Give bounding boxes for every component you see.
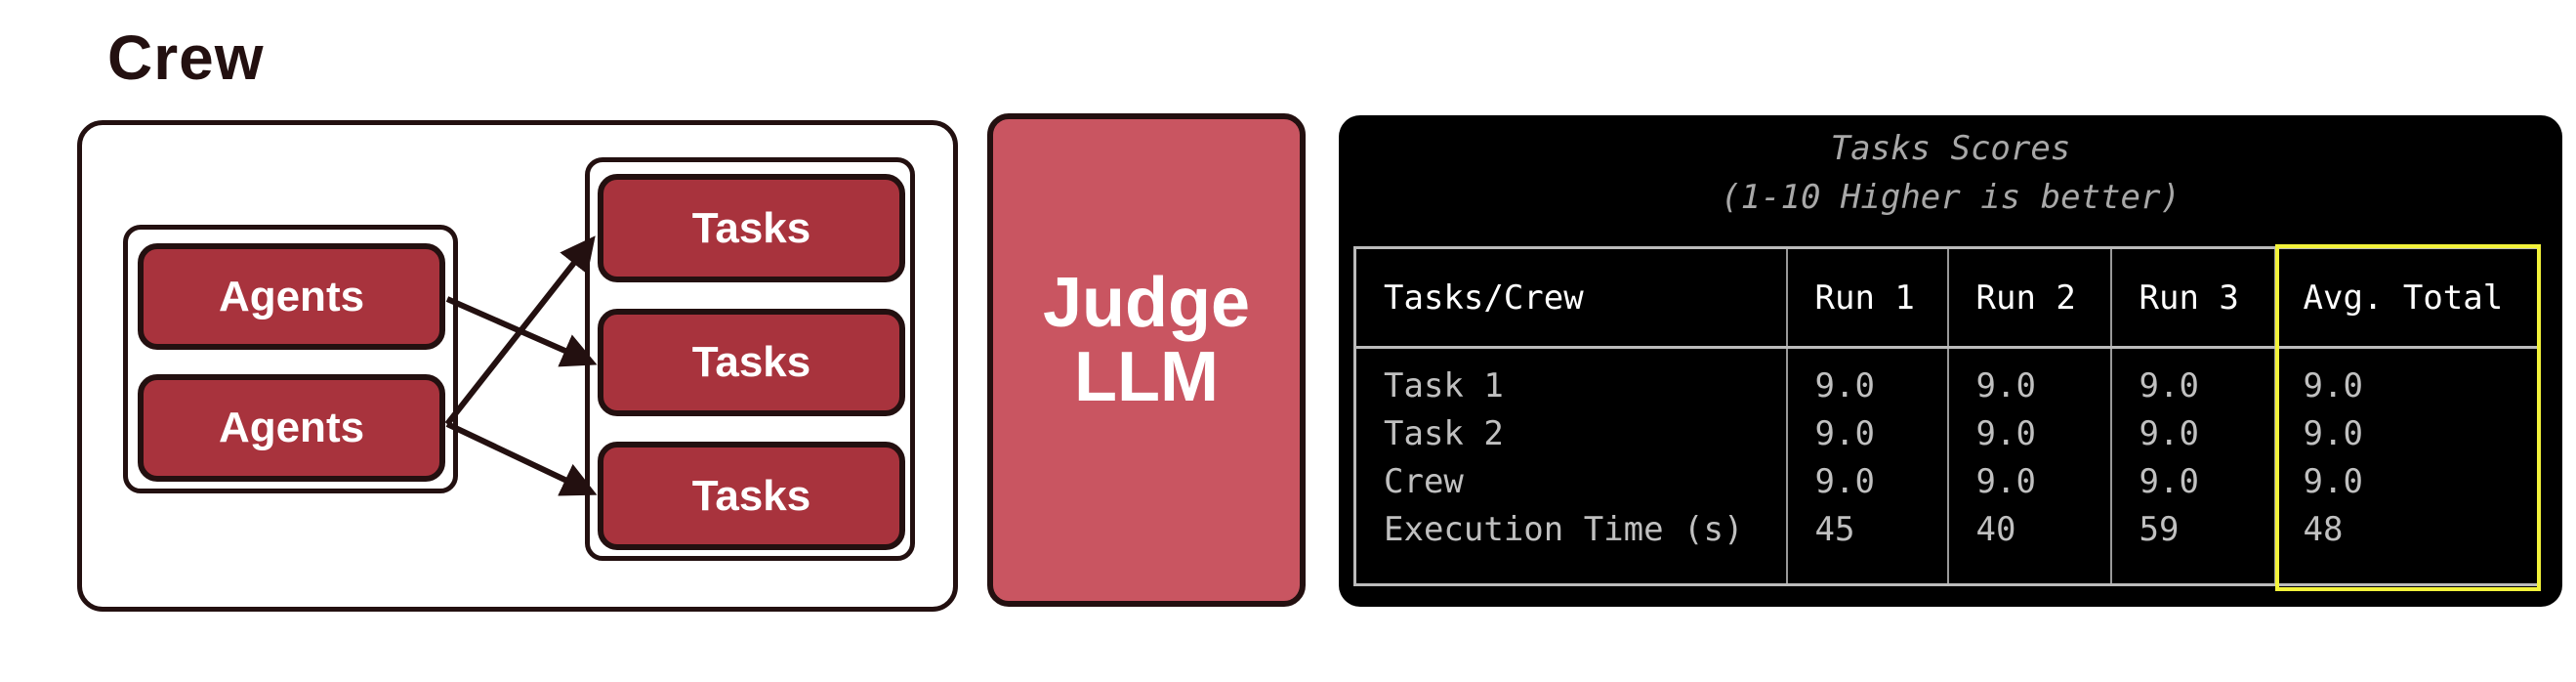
table-cell: Task 1: [1384, 366, 1504, 405]
column-run-1: 9.0 9.0 9.0 45: [1785, 347, 1948, 586]
table-cell: 9.0: [1975, 366, 2036, 405]
judge-line2: LLM: [1074, 337, 1219, 416]
task-box: Tasks: [598, 174, 905, 282]
header-run-3: Run 3: [2109, 246, 2275, 349]
table-cell: 9.0: [2139, 414, 2199, 453]
column-avg-total: 9.0 9.0 9.0 48: [2273, 347, 2538, 586]
table-cell: 9.0: [1814, 462, 1875, 501]
header-avg-total: Avg. Total: [2273, 246, 2538, 349]
task-box: Tasks: [598, 442, 905, 550]
arrow-agent2-task1: [444, 235, 596, 426]
table-cell: Crew: [1384, 462, 1464, 501]
table-cell: 9.0: [1814, 366, 1875, 405]
table-cell: 45: [1814, 510, 1855, 549]
table-cell: 9.0: [2303, 414, 2363, 453]
header-run-2: Run 2: [1946, 246, 2111, 349]
table-cell: 9.0: [1814, 414, 1875, 453]
arrows: [444, 235, 598, 496]
task-box: Tasks: [598, 309, 905, 416]
table-cell: 40: [1975, 510, 2016, 549]
judge-llm-box: Judge LLM: [987, 113, 1306, 607]
table-cell: 9.0: [1975, 462, 2036, 501]
column-run-2: 9.0 9.0 9.0 40: [1946, 347, 2111, 586]
judge-line1: Judge: [1042, 263, 1251, 342]
table-cell: 9.0: [2139, 366, 2199, 405]
table-cell: Execution Time (s): [1384, 510, 1744, 549]
table-cell: 9.0: [1975, 414, 2036, 453]
agent-box: Agents: [138, 243, 445, 350]
table-cell: 9.0: [2139, 462, 2199, 501]
crew-title: Crew: [107, 22, 265, 93]
table-header-row: Tasks/Crew Run 1 Run 2 Run 3 Avg. Total: [1353, 246, 2538, 349]
header-tasks-crew: Tasks/Crew: [1353, 246, 1787, 349]
table-cell: 48: [2303, 510, 2344, 549]
scores-title: Tasks Scores: [1830, 129, 2071, 168]
scores-subtitle: (1-10 Higher is better): [1721, 178, 2181, 217]
table-cell: Task 2: [1384, 414, 1504, 453]
header-run-1: Run 1: [1785, 246, 1948, 349]
avg-total-highlight: [2275, 244, 2541, 591]
column-run-3: 9.0 9.0 9.0 59: [2109, 347, 2275, 586]
scores-table: Tasks/Crew Run 1 Run 2 Run 3 Avg. Total …: [1353, 246, 2538, 586]
agent-box: Agents: [138, 374, 445, 482]
table-cell: 59: [2139, 510, 2180, 549]
table-cell: 9.0: [2303, 366, 2363, 405]
arrow-agent2-task3: [445, 421, 598, 496]
table-cell: 9.0: [2303, 462, 2363, 501]
